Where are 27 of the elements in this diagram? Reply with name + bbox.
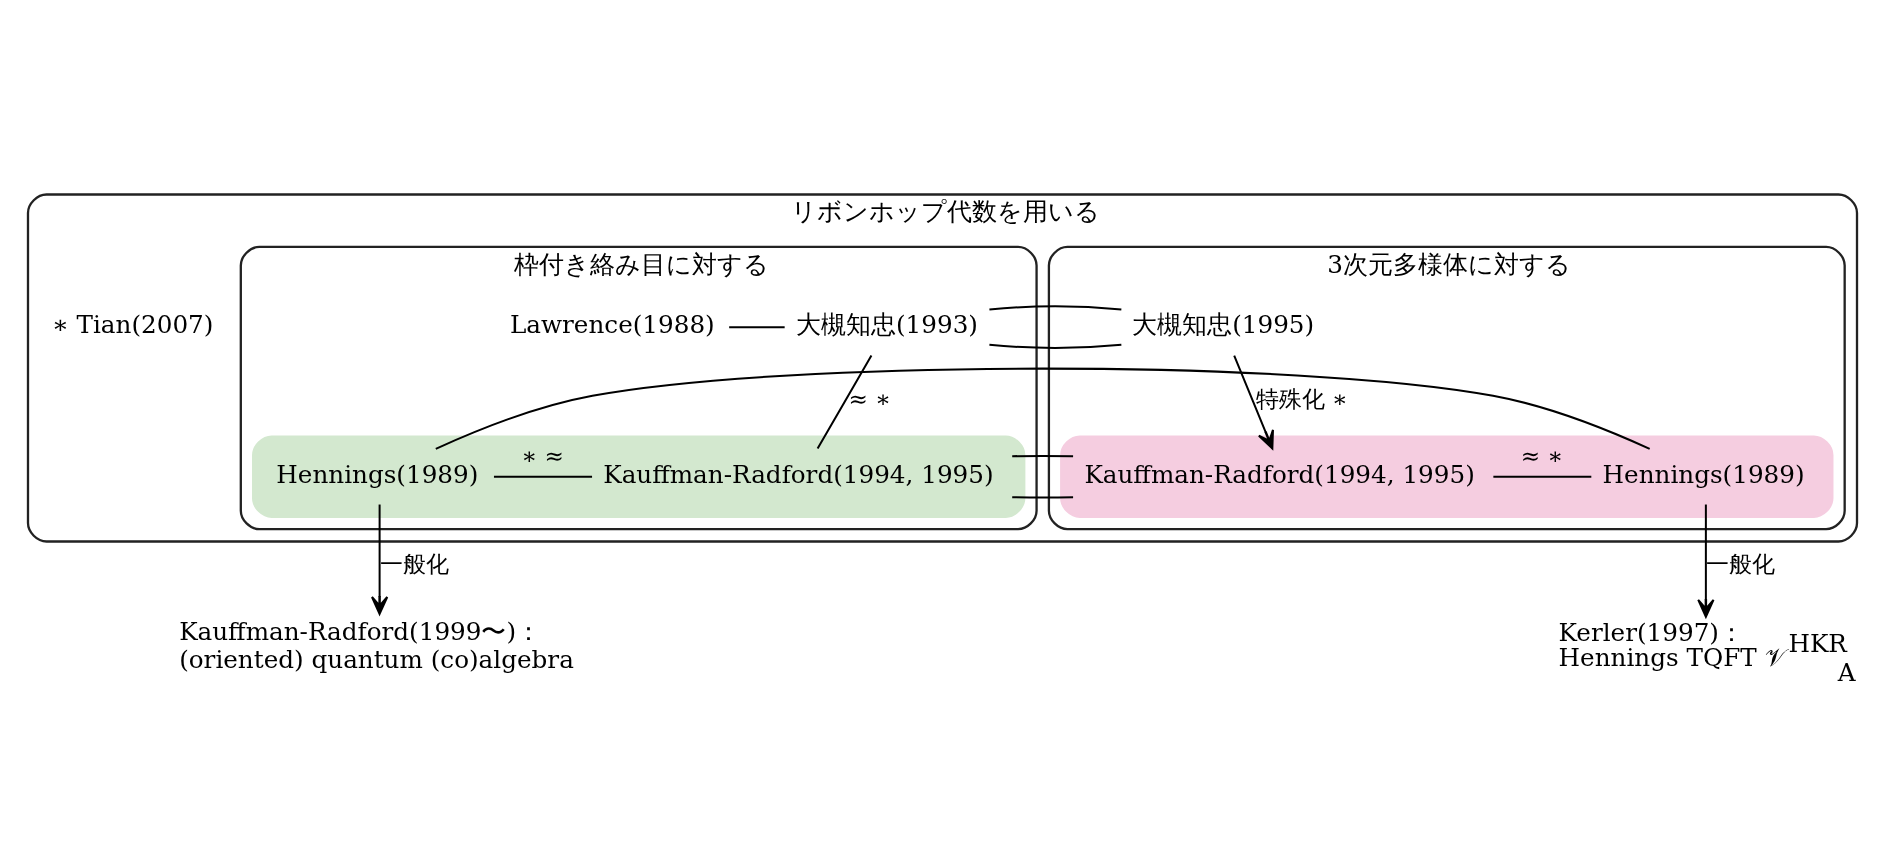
node-text: 大槻知忠(1993) [795,309,978,339]
node-text: Hennings(1989) [1602,459,1805,489]
connector [728,326,786,329]
edge-label: ≈ ∗ [848,386,891,413]
arrow [1697,503,1715,618]
edge-label: 一般化 [1705,551,1775,578]
connector [1492,475,1593,478]
edge-label: ∗ ≈ [521,443,564,470]
node-text: Kauffman-Radford(1994, 1995) [603,459,994,489]
node-text: 大槻知忠(1995) [1132,309,1315,339]
edge-label: ≈ ∗ [1520,443,1564,470]
connector [1011,454,1075,499]
node-text: Kauffman-Radford(1999〜)： (oriented) quantum (co)algebra [179,616,574,674]
label: ∗ Tian(2007) [51,309,214,339]
connector [434,367,1651,450]
connector [492,475,594,478]
arrow [370,503,389,615]
arrow [1233,354,1274,450]
node-text: Lawrence(1988) [509,309,715,339]
connector [988,305,1123,349]
cluster [1060,435,1834,518]
cluster [252,435,1026,518]
connector [816,354,873,450]
node-text: Hennings(1989) [276,459,479,489]
edge-label: 一般化 [379,551,449,578]
edge-label: 特殊化 ∗ [1255,386,1348,413]
node-text: Kauffman-Radford(1994, 1995) [1084,459,1475,489]
